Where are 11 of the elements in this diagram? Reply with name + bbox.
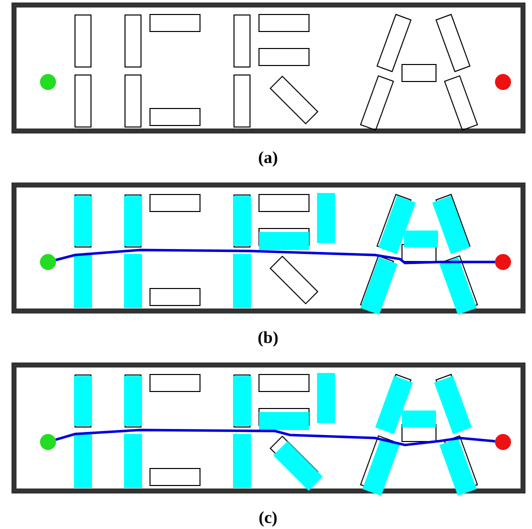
start-point bbox=[40, 254, 56, 270]
planned-path bbox=[55, 428, 496, 446]
planned-path bbox=[55, 248, 495, 264]
start-point bbox=[40, 74, 56, 90]
goal-point bbox=[495, 254, 511, 270]
goal-point bbox=[495, 434, 511, 450]
goal-point bbox=[495, 74, 511, 90]
subfigure-caption: (b) bbox=[258, 328, 278, 348]
subfigure-caption: (a) bbox=[258, 148, 278, 168]
start-point bbox=[40, 434, 56, 450]
subfigure-caption: (c) bbox=[258, 508, 278, 528]
